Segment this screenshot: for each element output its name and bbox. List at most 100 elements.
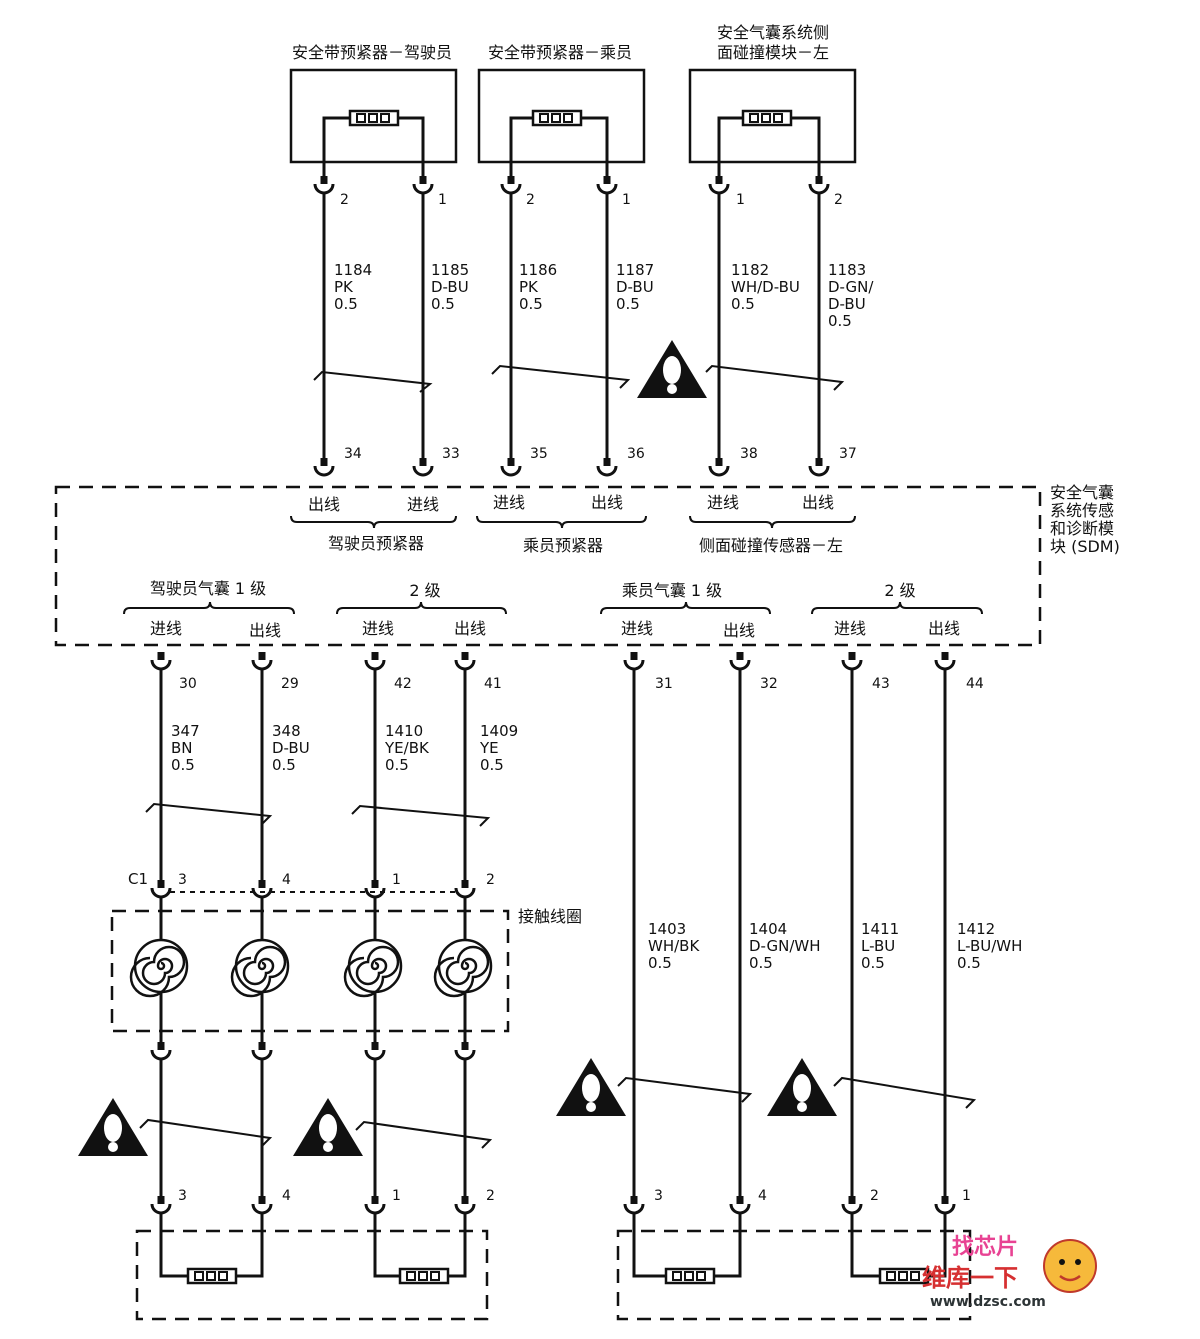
svg-text:D-BU: D-BU bbox=[431, 278, 469, 296]
svg-text:1183: 1183 bbox=[828, 261, 866, 279]
svg-text:找芯片: 找芯片 bbox=[952, 1235, 1018, 1260]
svg-text:0.5: 0.5 bbox=[334, 295, 358, 313]
pin-label: 2 bbox=[486, 872, 495, 888]
mascot-icon bbox=[1043, 1239, 1097, 1293]
io-label-out: 出线 bbox=[928, 619, 960, 638]
watermark-logo: 找芯片 维库一下 www.dzsc.com bbox=[922, 1235, 1097, 1310]
twisted-pair-markers-top bbox=[313, 364, 845, 393]
pin-label: 3 bbox=[654, 1188, 663, 1204]
wire-label-1182: 1182 WH/D-BU 0.5 bbox=[731, 261, 800, 313]
pin-label: 3 bbox=[178, 872, 187, 888]
warning-icon bbox=[556, 1058, 626, 1116]
svg-text:1409: 1409 bbox=[480, 722, 518, 740]
svg-text:1187: 1187 bbox=[616, 261, 654, 279]
io-label-out: 出线 bbox=[723, 621, 755, 640]
top-wires bbox=[322, 192, 821, 460]
pin-label: 41 bbox=[484, 676, 502, 692]
sdm-title: 安全气囊 系统传感 和诊断模 块 (SDM) bbox=[1050, 483, 1120, 556]
top-module-connectors bbox=[313, 174, 830, 195]
sdm-module-box bbox=[54, 485, 1042, 647]
pin-label: 37 bbox=[839, 446, 857, 462]
airbag-connectors bbox=[150, 1194, 956, 1215]
wire-label-1187: 1187 D-BU 0.5 bbox=[616, 261, 654, 313]
svg-text:0.5: 0.5 bbox=[749, 954, 773, 972]
pin-label: 2 bbox=[870, 1188, 879, 1204]
pin-label: 4 bbox=[282, 872, 291, 888]
clockspring-box bbox=[110, 909, 510, 1033]
pin-label: 1 bbox=[392, 1188, 401, 1204]
pin-label: 38 bbox=[740, 446, 758, 462]
svg-text:1403: 1403 bbox=[648, 920, 686, 938]
squib-resistor-icon bbox=[531, 109, 583, 127]
io-label-out: 出线 bbox=[308, 495, 340, 514]
svg-text:D-BU: D-BU bbox=[828, 295, 866, 313]
svg-text:PK: PK bbox=[334, 278, 354, 296]
side-impact-module: 安全气囊系统侧 面碰撞模块－左 bbox=[688, 23, 857, 178]
svg-text:0.5: 0.5 bbox=[648, 954, 672, 972]
pin-label: 1 bbox=[962, 1188, 971, 1204]
wire-label-1186: 1186 PK 0.5 bbox=[519, 261, 557, 313]
warning-icon bbox=[293, 1098, 363, 1156]
pin-label: 2 bbox=[340, 192, 349, 208]
svg-text:0.5: 0.5 bbox=[957, 954, 981, 972]
wire-label-1411: 1411 L-BU 0.5 bbox=[861, 920, 899, 972]
svg-text:0.5: 0.5 bbox=[171, 756, 195, 774]
io-label-out: 出线 bbox=[591, 493, 623, 512]
pin-label: 1 bbox=[736, 192, 745, 208]
pin-label: 44 bbox=[966, 676, 984, 692]
svg-text:0.5: 0.5 bbox=[616, 295, 640, 313]
svg-text:0.5: 0.5 bbox=[861, 954, 885, 972]
group-braces-upper bbox=[290, 515, 856, 529]
warning-icon bbox=[78, 1098, 148, 1156]
svg-text:BN: BN bbox=[171, 739, 193, 757]
wire-label-1409: 1409 YE 0.5 bbox=[479, 722, 518, 774]
warning-icon bbox=[637, 340, 707, 398]
pin-label: 1 bbox=[438, 192, 447, 208]
group-braces-lower bbox=[123, 601, 983, 615]
svg-text:0.5: 0.5 bbox=[385, 756, 409, 774]
squib-resistor-icon bbox=[878, 1267, 930, 1285]
driver-airbag-squibs bbox=[159, 1212, 467, 1285]
svg-text:D-BU: D-BU bbox=[616, 278, 654, 296]
passenger-airbag-module-box bbox=[616, 1229, 972, 1321]
coil-icon bbox=[230, 938, 290, 998]
pin-label: 3 bbox=[178, 1188, 187, 1204]
group-label-passenger-pretensioner: 乘员预紧器 bbox=[523, 536, 603, 555]
pin-label: 36 bbox=[627, 446, 645, 462]
wire-label-1185: 1185 D-BU 0.5 bbox=[431, 261, 469, 313]
squib-resistor-icon bbox=[398, 1267, 450, 1285]
pin-label: 4 bbox=[758, 1188, 767, 1204]
svg-text:348: 348 bbox=[272, 722, 301, 740]
io-label-in: 进线 bbox=[707, 493, 739, 512]
svg-text:WH/D-BU: WH/D-BU bbox=[731, 278, 800, 296]
pin-label: 43 bbox=[872, 676, 890, 692]
warning-icon bbox=[767, 1058, 837, 1116]
svg-text:D-GN/: D-GN/ bbox=[828, 278, 874, 296]
wire-label-1404: 1404 D-GN/WH 0.5 bbox=[749, 920, 821, 972]
clockspring-coils bbox=[129, 896, 493, 1044]
pin-label: 33 bbox=[442, 446, 460, 462]
io-label-in: 进线 bbox=[150, 619, 182, 638]
pin-label: 31 bbox=[655, 676, 673, 692]
wire-label-348: 348 D-BU 0.5 bbox=[272, 722, 310, 774]
svg-text:YE/BK: YE/BK bbox=[384, 739, 430, 757]
pin-label: 2 bbox=[486, 1188, 495, 1204]
svg-text:0.5: 0.5 bbox=[519, 295, 543, 313]
coil-icon bbox=[129, 938, 189, 998]
io-label-in: 进线 bbox=[834, 619, 866, 638]
svg-text:1184: 1184 bbox=[334, 261, 372, 279]
svg-text:1182: 1182 bbox=[731, 261, 769, 279]
pin-label: 4 bbox=[282, 1188, 291, 1204]
squib-resistor-icon bbox=[664, 1267, 716, 1285]
svg-text:维库一下: 维库一下 bbox=[922, 1264, 1018, 1292]
pin-label: 29 bbox=[281, 676, 299, 692]
pin-label: 32 bbox=[760, 676, 778, 692]
svg-text:0.5: 0.5 bbox=[431, 295, 455, 313]
group-label-driver-airbag-stage1: 驾驶员气囊 1 级 bbox=[150, 579, 266, 598]
svg-text:安全气囊: 安全气囊 bbox=[1050, 483, 1114, 502]
wire-label-1412: 1412 L-BU/WH 0.5 bbox=[957, 920, 1022, 972]
sdm-bottom-connectors bbox=[150, 650, 956, 671]
svg-text:1185: 1185 bbox=[431, 261, 469, 279]
svg-text:0.5: 0.5 bbox=[731, 295, 755, 313]
